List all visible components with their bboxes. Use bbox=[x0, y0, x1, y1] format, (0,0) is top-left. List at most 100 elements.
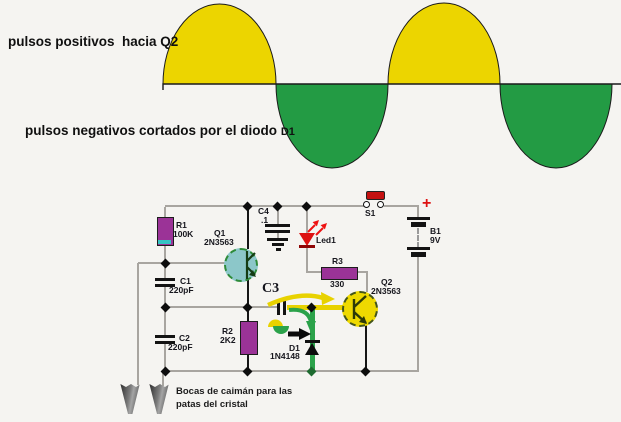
bottom-rail bbox=[165, 370, 419, 372]
c1-plate-bottom bbox=[155, 284, 175, 287]
q1-base-wire bbox=[138, 262, 226, 264]
c4-value-label: .1 bbox=[261, 215, 269, 225]
c4-ground-stub bbox=[277, 233, 279, 238]
negative-pulses-text: pulsos negativos cortados por el diodo bbox=[25, 123, 281, 138]
battery-cell-link bbox=[417, 228, 419, 248]
q1-value-label: 2N3563 bbox=[204, 237, 234, 247]
r1-ref-label: R1 bbox=[176, 220, 187, 230]
ground-bar-3 bbox=[276, 248, 281, 251]
junction-dot bbox=[242, 366, 253, 377]
r3-value-label: 330 bbox=[330, 279, 345, 289]
q2-emitter-wire bbox=[365, 324, 367, 371]
r1-top-stub bbox=[164, 207, 166, 218]
r2-ref-label: R2 bbox=[222, 326, 233, 336]
c4-plate-bottom bbox=[265, 230, 290, 233]
c4-top-stub bbox=[277, 206, 279, 225]
emitter-row-wire bbox=[165, 306, 280, 308]
yellow-flow-arrow-icon bbox=[267, 293, 324, 308]
switch-s1-contact-right bbox=[377, 201, 384, 208]
d1-ref-label: D1 bbox=[289, 343, 300, 353]
mini-positive-hump-icon bbox=[268, 319, 283, 327]
green-flow-arrow-icon bbox=[288, 307, 313, 323]
junction-dot bbox=[360, 366, 371, 377]
q2-collector-stub bbox=[366, 272, 368, 292]
signal-flow-arrows bbox=[267, 292, 335, 340]
s1-ref-label: S1 bbox=[365, 208, 376, 218]
battery-plate-short-bottom bbox=[411, 252, 426, 257]
resistor-r2-body bbox=[240, 321, 258, 355]
junction-dot bbox=[160, 302, 171, 313]
led-emission-arrows-icon bbox=[307, 220, 327, 236]
r3-right-wire bbox=[356, 271, 368, 273]
ground-bar-1 bbox=[267, 238, 288, 241]
c1-value-label: 220pF bbox=[169, 285, 194, 295]
r2-bottom-stub bbox=[247, 352, 249, 371]
c2-bottom-stub bbox=[164, 344, 166, 371]
ground-bar-2 bbox=[272, 243, 284, 246]
resistor-r1-band bbox=[158, 240, 171, 244]
sine-wave-illustration bbox=[162, 2, 621, 169]
r1-bottom-stub bbox=[164, 244, 166, 264]
junction-dot bbox=[160, 258, 171, 269]
c1-ref-label: C1 bbox=[180, 276, 191, 286]
alligator-clip-icon bbox=[120, 384, 140, 414]
positive-half-cycle-1 bbox=[162, 3, 277, 85]
led1-cathode-bar bbox=[299, 245, 315, 248]
battery-plate-long-top bbox=[407, 217, 430, 220]
c2-top-stub bbox=[164, 309, 166, 336]
crystal-clip2-wire bbox=[162, 371, 164, 386]
q2-ref-label: Q2 bbox=[381, 277, 393, 287]
q1-ref-label: Q1 bbox=[214, 228, 226, 238]
r2-top-stub bbox=[247, 307, 249, 323]
transistor-q1-body bbox=[224, 248, 258, 282]
battery-plate-long-bottom bbox=[407, 247, 430, 250]
top-rail-right bbox=[384, 205, 419, 207]
c3-plate-right bbox=[283, 301, 286, 315]
c4-ref-label: C4 bbox=[258, 206, 269, 216]
switch-s1-contact-left bbox=[363, 201, 370, 208]
c2-plate-bottom bbox=[155, 341, 175, 344]
r1-value-label: 100K bbox=[173, 229, 194, 239]
b1-value-label: 9V bbox=[430, 235, 441, 245]
battery-plate-short-top bbox=[411, 222, 426, 227]
c1-plate-top bbox=[155, 278, 175, 281]
crystal-note-line2: patas del cristal bbox=[176, 399, 248, 410]
junction-dot bbox=[301, 201, 312, 212]
led-bottom-stub bbox=[306, 246, 308, 273]
b1-ref-label: B1 bbox=[430, 226, 441, 236]
switch-s1-button-icon bbox=[366, 191, 385, 200]
junction-dot bbox=[242, 302, 253, 313]
r2-value-label: 2K2 bbox=[220, 335, 236, 345]
d1-value-label: 1N4148 bbox=[270, 351, 300, 361]
battery-top-stub bbox=[417, 206, 419, 219]
c2-plate-top bbox=[155, 335, 175, 338]
c3-plate-left bbox=[277, 301, 280, 315]
led-top-stub bbox=[306, 206, 308, 234]
d1-cathode-bar bbox=[305, 340, 320, 343]
q1-collector-wire bbox=[247, 206, 249, 249]
crystal-note: Bocas de caimán para las patas del crist… bbox=[176, 385, 292, 411]
c1-bottom-stub bbox=[164, 287, 166, 308]
negative-pulses-label: pulsos negativos cortados por el diodo D… bbox=[10, 108, 295, 153]
negative-half-cycle-1 bbox=[275, 83, 389, 169]
junction-dot bbox=[242, 201, 253, 212]
top-rail-left bbox=[165, 205, 368, 207]
resistor-r3-body bbox=[321, 267, 358, 280]
transistor-q2-symbol-icon bbox=[352, 295, 367, 324]
resistor-r1-body bbox=[157, 217, 174, 246]
junction-dot bbox=[272, 201, 283, 212]
led-to-r3-wire bbox=[306, 271, 323, 273]
q1-emitter-wire bbox=[247, 280, 249, 308]
negative-pulses-d1-ref: D1 bbox=[280, 126, 295, 138]
d1-triangle-icon bbox=[305, 343, 319, 355]
battery-plus-label: + bbox=[422, 195, 432, 212]
led1-triangle-icon bbox=[299, 233, 315, 246]
led1-ref-label: Led1 bbox=[316, 235, 336, 245]
transistor-q2-body bbox=[342, 291, 378, 327]
mini-negative-hump-icon bbox=[273, 326, 289, 334]
c4-plate-top bbox=[265, 224, 290, 227]
c3-ref-label: C3 bbox=[262, 281, 280, 296]
positive-half-cycle-2 bbox=[387, 2, 501, 85]
c2-value-label: 220pF bbox=[168, 342, 193, 352]
positive-pulses-label: pulsos positivos hacia Q2 bbox=[8, 34, 179, 49]
